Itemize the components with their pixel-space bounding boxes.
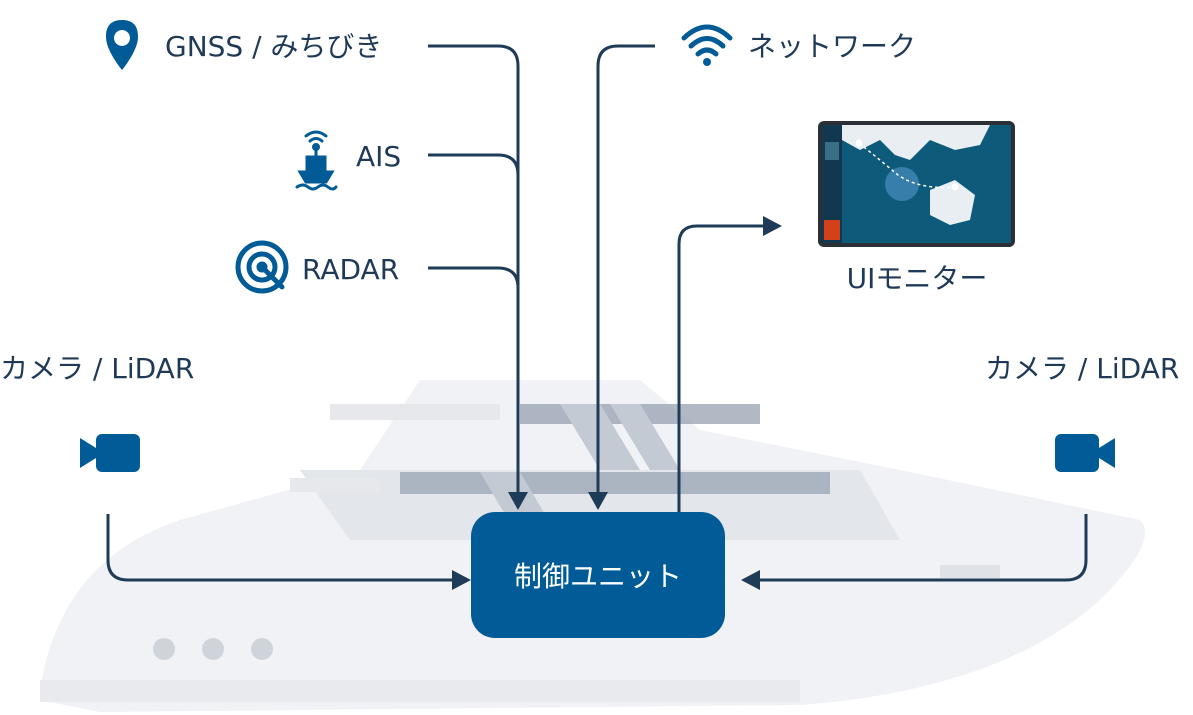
camera-left-node: カメラ / LiDAR — [0, 352, 194, 472]
arrow-gnss-ais-radar — [508, 492, 528, 510]
arrow-network — [588, 492, 608, 510]
camera-icon — [80, 434, 140, 472]
gnss-label: GNSS / みちびき — [165, 30, 382, 63]
camera-right-connector — [760, 514, 1088, 582]
radar-label: RADAR — [302, 253, 399, 286]
location-pin-icon — [106, 20, 138, 70]
radar-icon — [235, 240, 289, 294]
gnss-node: GNSS / みちびき — [106, 20, 382, 70]
tablet-map-icon — [818, 121, 1015, 247]
connector-lines — [106, 44, 1088, 582]
ui-monitor-node: UIモニター — [818, 121, 1015, 295]
radar-node: RADAR — [235, 240, 399, 294]
ui-monitor-label: UIモニター — [847, 262, 988, 295]
network-connector — [596, 44, 655, 492]
camera-icon — [1055, 434, 1115, 472]
arrow-monitor — [763, 216, 782, 236]
ais-label: AIS — [356, 140, 401, 173]
gnss-connector — [428, 44, 520, 492]
ais-connector — [428, 153, 520, 492]
control-unit-label: 制御ユニット — [514, 560, 682, 593]
network-node: ネットワーク — [681, 24, 916, 66]
monitor-connector — [677, 224, 765, 512]
network-label: ネットワーク — [748, 30, 916, 63]
control-unit-box — [471, 512, 725, 638]
arrowheads — [452, 216, 782, 590]
arrow-camera-left — [452, 570, 471, 590]
wifi-icon — [681, 24, 733, 66]
camera-left-connector — [106, 514, 452, 582]
arrow-camera-right — [741, 570, 760, 590]
ship-transponder-icon — [295, 130, 338, 191]
control-unit-node: 制御ユニット — [471, 512, 725, 638]
camera-right-label: カメラ / LiDAR — [985, 352, 1179, 385]
camera-right-node: カメラ / LiDAR — [985, 352, 1179, 472]
porthole-dots — [153, 638, 273, 660]
radar-connector — [428, 266, 520, 492]
ais-node: AIS — [295, 130, 401, 191]
camera-left-label: カメラ / LiDAR — [0, 352, 194, 385]
